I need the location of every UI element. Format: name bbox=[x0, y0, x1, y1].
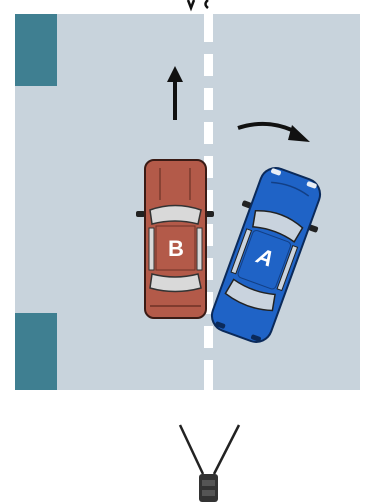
viewer-icon bbox=[180, 425, 239, 502]
curb-marker-top bbox=[15, 14, 57, 86]
car-b-label: B bbox=[168, 236, 184, 261]
top-text-fragment bbox=[188, 0, 208, 8]
curb-marker-bottom bbox=[15, 313, 57, 390]
car-b: B bbox=[136, 160, 214, 318]
